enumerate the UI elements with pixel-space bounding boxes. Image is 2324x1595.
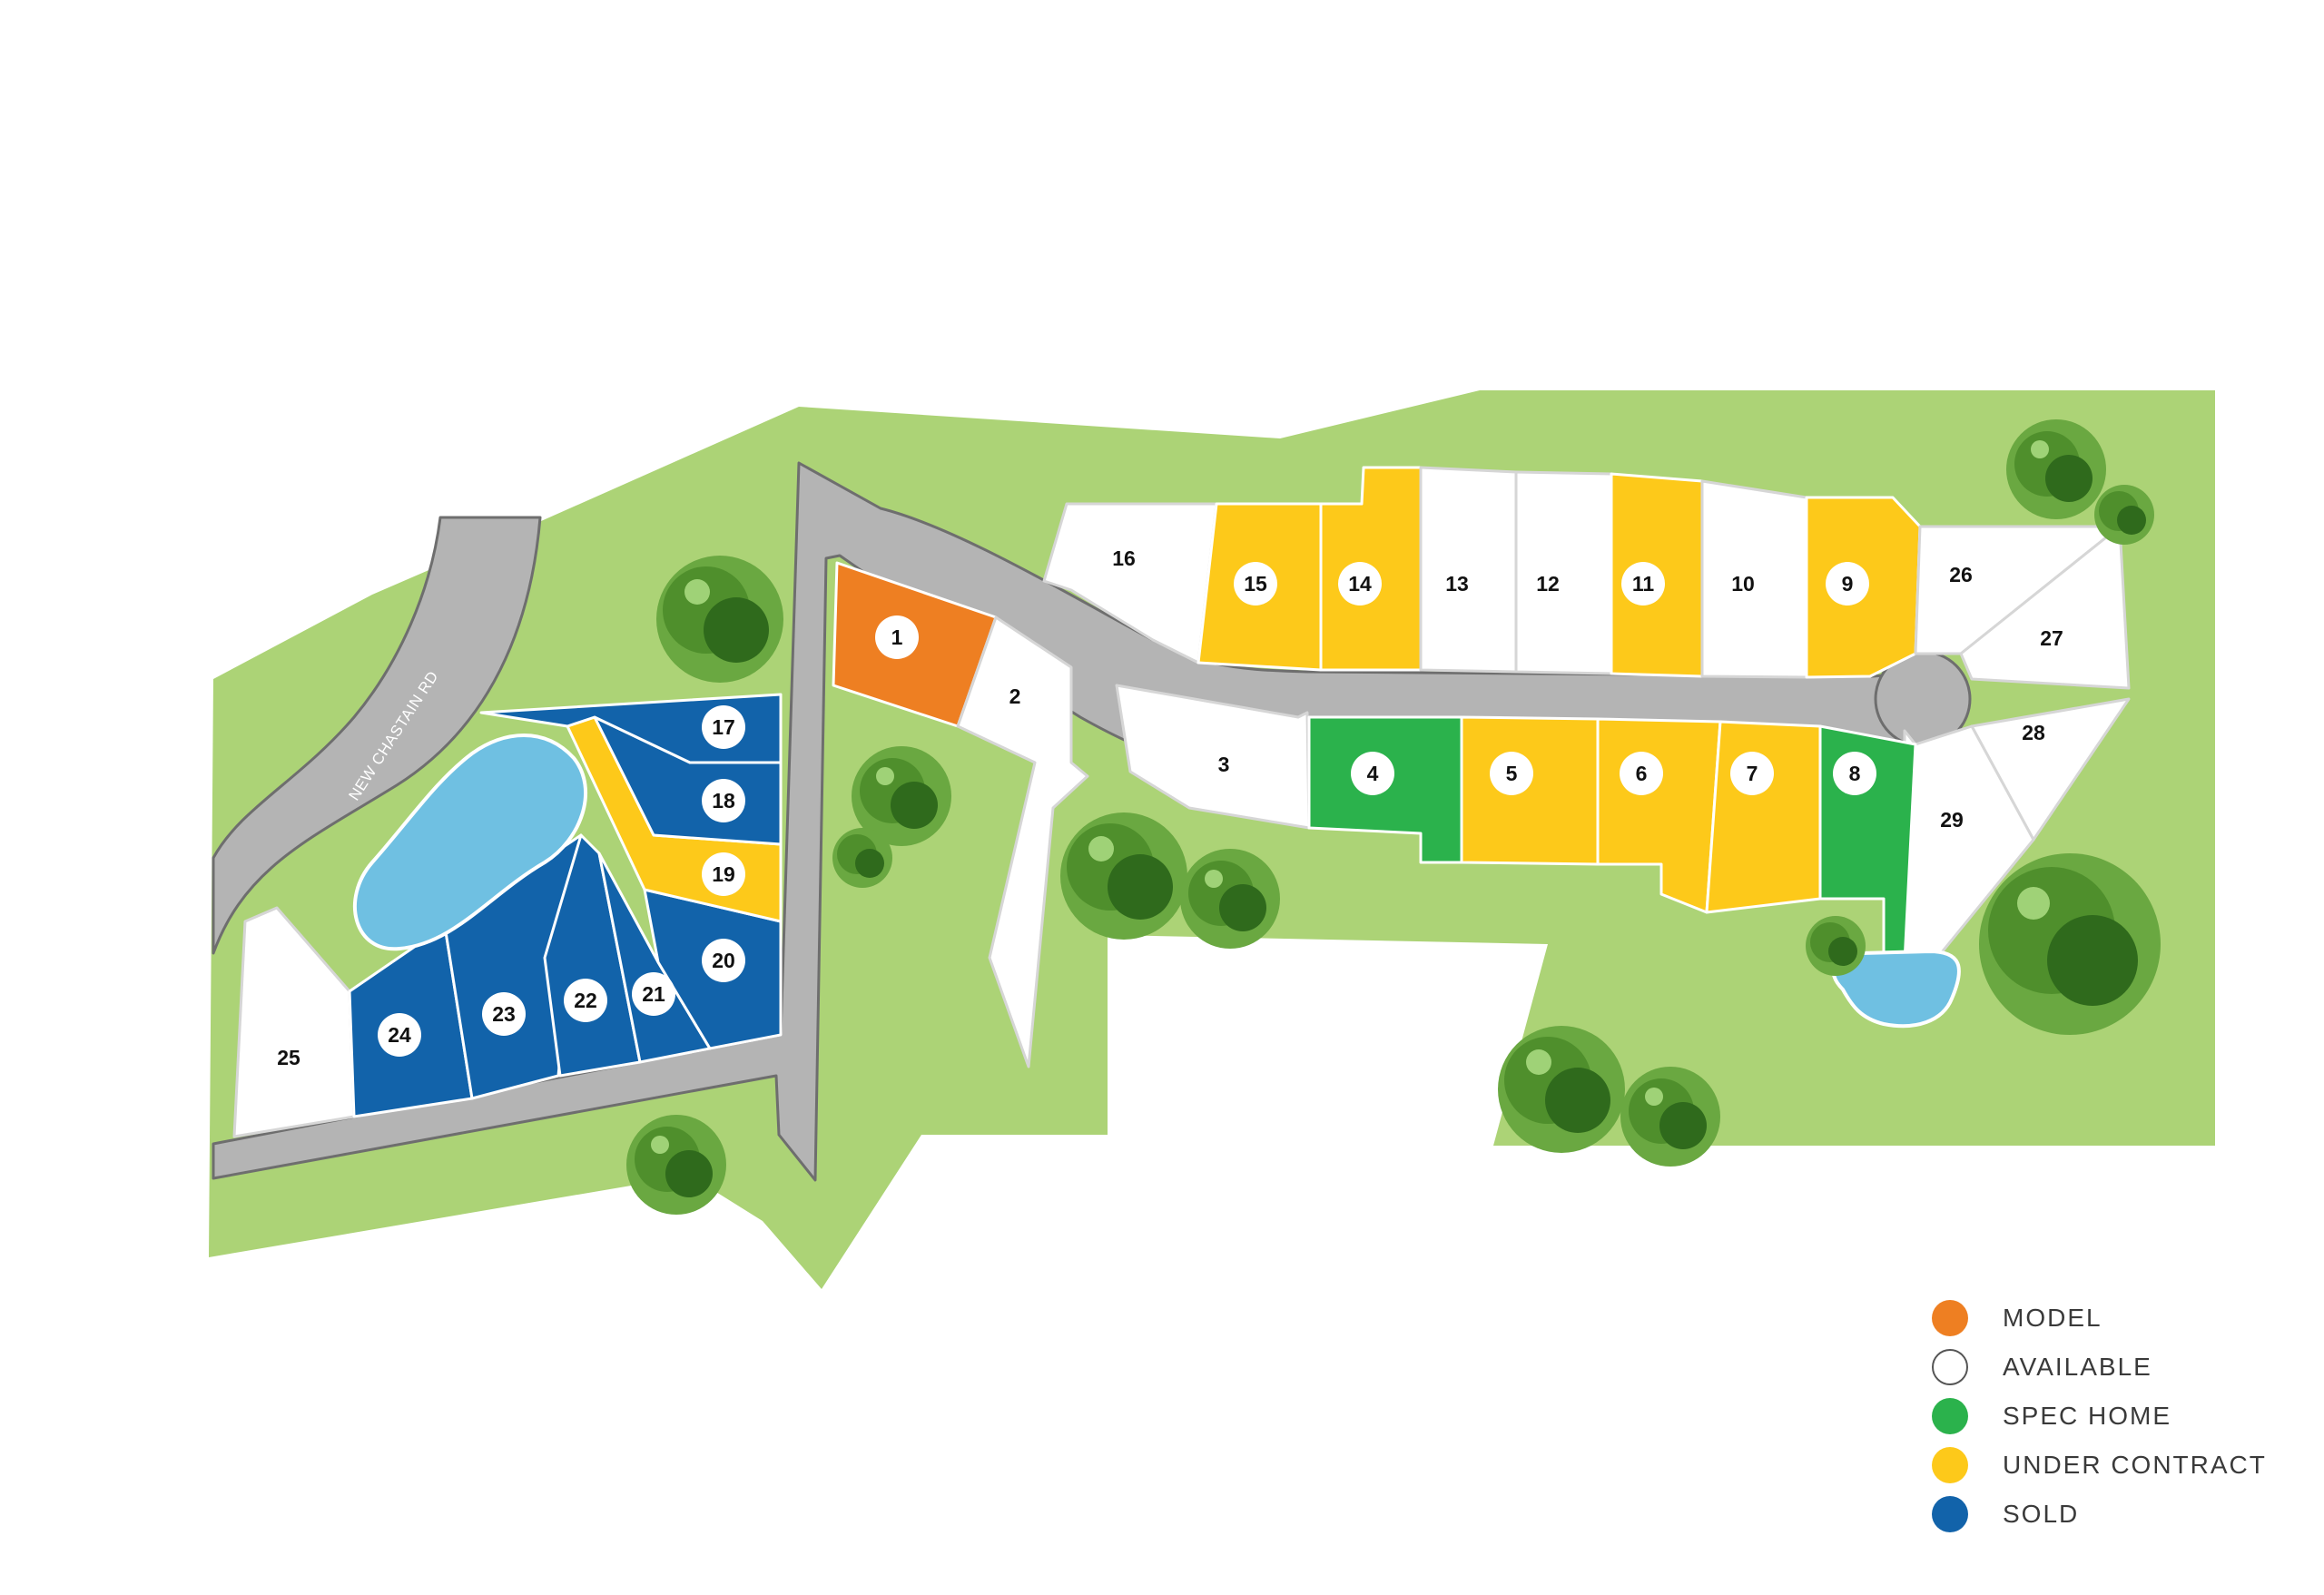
lot-17[interactable] — [479, 693, 783, 764]
lot-number: 15 — [1244, 572, 1267, 596]
tree-icon — [1498, 1026, 1625, 1153]
under-contract-swatch-icon — [1932, 1447, 1968, 1483]
legend-label: SPEC HOME — [2003, 1402, 2172, 1430]
lot-badge — [1351, 752, 1394, 795]
lot-badge — [702, 705, 745, 749]
tree-icon — [1060, 812, 1187, 940]
lot-2[interactable] — [956, 615, 1089, 1068]
lot-7[interactable] — [1705, 720, 1822, 914]
tree-icon — [1620, 1067, 1720, 1167]
legend-item-spec-home: SPEC HOME — [1932, 1392, 2313, 1441]
lot-number: 9 — [1842, 572, 1854, 596]
lot-number: 29 — [1940, 808, 1964, 832]
lot-badge — [1730, 752, 1774, 795]
legend-item-under-contract: UNDER CONTRACT — [1932, 1441, 2313, 1490]
tree-icon — [1180, 849, 1280, 949]
lot-badge — [1490, 752, 1533, 795]
tree-icon — [2006, 419, 2106, 519]
tree-icon — [852, 746, 951, 846]
lot-badge — [1620, 752, 1663, 795]
lot-number: 11 — [1632, 572, 1655, 596]
tree-icon — [656, 556, 783, 683]
tree-icon — [1806, 916, 1866, 976]
available-swatch-icon — [1932, 1349, 1968, 1385]
ponds — [352, 734, 1961, 1029]
legend-label: UNDER CONTRACT — [2003, 1451, 2267, 1479]
tree-icon — [1979, 853, 2161, 1035]
lot-number: 12 — [1536, 572, 1560, 596]
lot-13[interactable] — [1419, 466, 1518, 674]
legend-item-available: AVAILABLE — [1932, 1343, 2313, 1392]
lot-badge — [632, 972, 675, 1016]
lot-number: 23 — [492, 1002, 516, 1026]
lot-12[interactable] — [1514, 470, 1613, 675]
lot-badge — [378, 1013, 421, 1057]
lot-number: 2 — [1009, 684, 1021, 708]
legend-item-sold: SOLD — [1932, 1490, 2313, 1539]
lot-number: 1 — [891, 625, 903, 649]
legend-label: MODEL — [2003, 1304, 2102, 1332]
lot-number: 28 — [2022, 721, 2045, 744]
lot-number: 8 — [1849, 762, 1861, 785]
model-swatch-icon — [1932, 1300, 1968, 1336]
lot-5[interactable] — [1460, 715, 1600, 866]
lot-number: 7 — [1747, 762, 1758, 785]
trees — [626, 419, 2161, 1215]
lot-badge — [1621, 562, 1665, 606]
left-pond — [352, 734, 588, 951]
legend-item-model: MODEL — [1932, 1294, 2313, 1343]
lot-badge — [564, 979, 607, 1022]
lot-badge — [1826, 562, 1869, 606]
lot-number: 16 — [1112, 546, 1136, 570]
lot-badge — [1338, 562, 1382, 606]
lot-number: 25 — [277, 1046, 300, 1069]
lot-number: 4 — [1367, 762, 1379, 785]
lot-number: 17 — [712, 715, 735, 739]
sold-swatch-icon — [1932, 1496, 1968, 1532]
status-legend: MODEL AVAILABLE SPEC HOME UNDER CONTRACT… — [1932, 1294, 2313, 1539]
lot-badge — [875, 615, 919, 659]
lot-22[interactable] — [543, 833, 642, 1078]
new-chastain-road — [212, 516, 542, 955]
lot-number: 5 — [1506, 762, 1518, 785]
lot-number: 3 — [1218, 753, 1230, 776]
lot-number: 13 — [1445, 572, 1469, 596]
lot-badge — [702, 939, 745, 982]
lot-number: 21 — [642, 982, 665, 1006]
lot-number: 10 — [1731, 572, 1755, 596]
legend-label: AVAILABLE — [2003, 1353, 2152, 1381]
lot-number: 18 — [712, 789, 735, 812]
lot-badge — [702, 779, 745, 822]
lot-number: 19 — [712, 862, 735, 886]
tree-icon — [832, 828, 892, 888]
tree-icon — [2094, 485, 2154, 545]
lot-badge — [482, 992, 526, 1036]
lot-number: 22 — [574, 989, 597, 1012]
lot-number: 26 — [1949, 563, 1973, 586]
lot-badge — [1833, 752, 1876, 795]
lot-badge — [702, 852, 745, 896]
lot-number: 27 — [2040, 626, 2063, 650]
lot-number: 14 — [1348, 572, 1372, 596]
lot-27[interactable] — [1959, 525, 2131, 690]
lot-number: 6 — [1636, 762, 1648, 785]
lot-badge — [1234, 562, 1277, 606]
spec-home-swatch-icon — [1932, 1398, 1968, 1434]
legend-label: SOLD — [2003, 1500, 2080, 1528]
lot-number: 20 — [712, 949, 735, 972]
tree-icon — [626, 1115, 726, 1215]
roads: NEW CHASTAIN RD — [212, 461, 1972, 1182]
lot-number: 24 — [388, 1023, 411, 1047]
